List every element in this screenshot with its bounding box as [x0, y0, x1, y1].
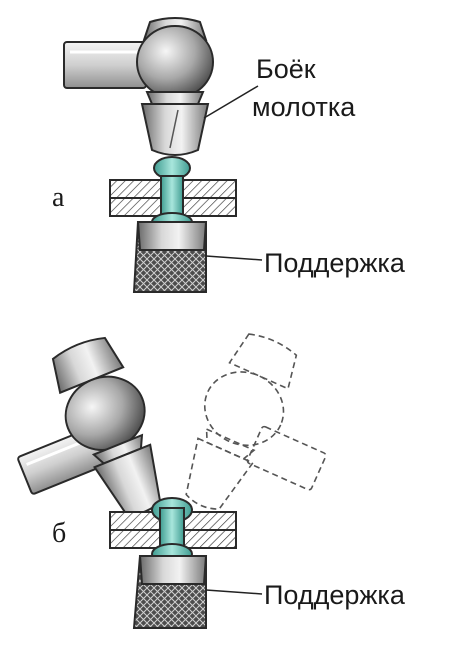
hammer-handle-a	[63, 41, 147, 89]
hammer-tilted-dashed-b	[185, 333, 327, 510]
hammer-tilted-solid-b	[17, 336, 162, 516]
label-support-b: Поддержка	[264, 580, 406, 610]
leader-hammer-face-a	[203, 85, 259, 119]
view-b	[17, 333, 327, 629]
label-support-a: Поддержка	[264, 248, 406, 278]
view-a-letter: а	[52, 182, 65, 213]
view-b-letter: б	[52, 518, 66, 549]
label-hammer-face-line1: Боёк	[256, 54, 316, 84]
leader-support-a	[205, 255, 263, 261]
label-hammer-face-line2: молотка	[252, 92, 356, 122]
hammer-ball-a	[136, 25, 214, 99]
hammer-face-a	[140, 103, 210, 156]
view-a	[63, 17, 263, 293]
leader-support-b	[205, 589, 263, 595]
